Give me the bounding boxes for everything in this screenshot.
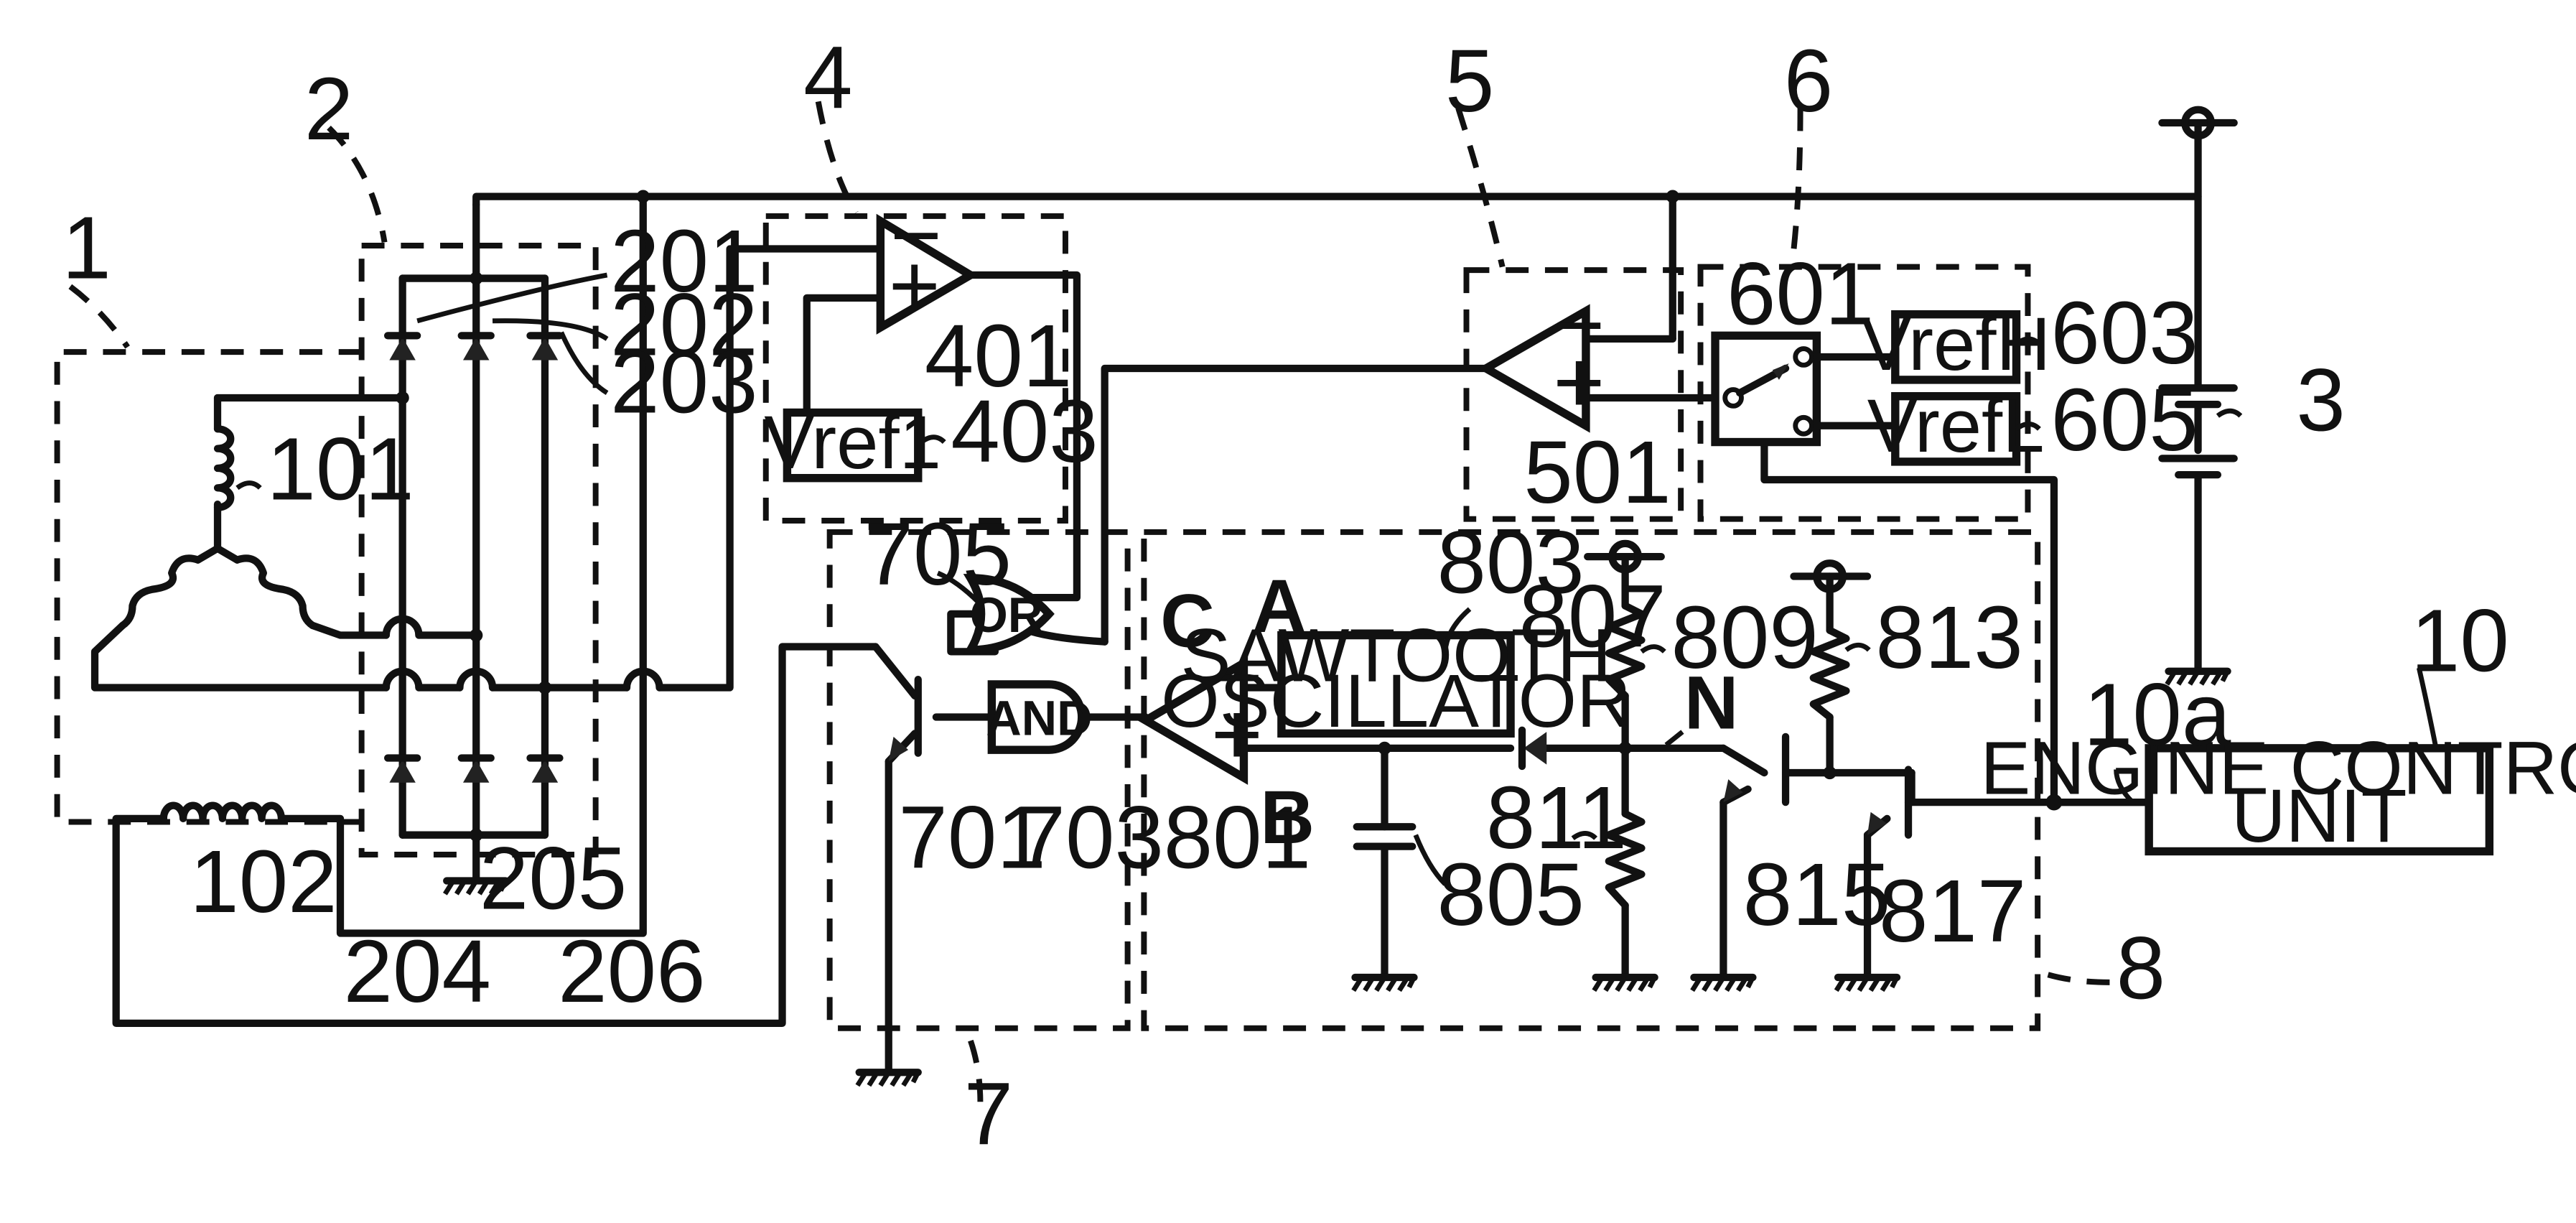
label-vref1: 403 [951, 383, 1098, 481]
label-diode-206: 206 [558, 923, 705, 1021]
oscillator-line-2: OSCILLATOR [1161, 659, 1631, 743]
signal-b: B [1260, 776, 1315, 860]
vref1-block: Vref1 [764, 401, 941, 485]
label-resistor-813: 813 [1875, 589, 2022, 687]
diode-202-icon [462, 335, 491, 360]
label-diode-203: 203 [610, 334, 757, 432]
label-transistor-817: 817 [1879, 862, 2026, 961]
label-comparator-circuit: 5 [1445, 32, 1494, 131]
label-pwm-circuit: 8 [2117, 920, 2165, 1018]
label-stator-coil: 101 [266, 420, 414, 519]
diode-201-icon [388, 335, 417, 360]
label-alternator: 1 [62, 200, 111, 298]
ground-icon [1692, 977, 1753, 990]
label-and-gate: 703 [1017, 789, 1164, 887]
vref1-text: Vref1 [764, 401, 941, 485]
switch-601 [1715, 335, 1816, 442]
diode-204-icon [388, 758, 417, 783]
ground-icon [857, 1072, 918, 1085]
label-diode-807: 807 [1518, 568, 1666, 666]
label-comparator-501: 501 [1523, 424, 1671, 522]
label-reference-switch: 6 [1784, 32, 1833, 131]
label-or-gate: 705 [864, 506, 1012, 604]
signal-a: A [1252, 564, 1307, 648]
ground-icon [1353, 977, 1414, 990]
label-field-coil: 102 [190, 833, 337, 931]
label-ecu-terminal: 10a [2083, 666, 2231, 764]
signal-c: C [1160, 580, 1215, 664]
label-ecu: 10 [2411, 592, 2509, 691]
label-vrefl: 605 [2050, 371, 2198, 470]
diode-205-icon [462, 758, 491, 783]
and-gate-703: AND [986, 684, 1092, 750]
ecu-line-2: UNIT [2231, 774, 2407, 858]
engine-control-unit-block: ENGINE CONTROL UNIT [1980, 727, 2576, 858]
ground-icon [1594, 977, 1654, 990]
vrefh-text: VrefH [1861, 302, 2050, 386]
label-transistor-815: 815 [1743, 846, 1890, 944]
label-diode-204: 204 [344, 923, 491, 1021]
label-diode-205: 205 [480, 829, 627, 928]
diode-203-icon [530, 335, 559, 360]
comparator-501-plus: + [1553, 334, 1605, 432]
vrefh-block: VrefH [1861, 302, 2050, 386]
comparator-501: − + [1486, 276, 1605, 432]
label-vrefh: 603 [2050, 284, 2198, 383]
label-battery: 3 [2296, 352, 2345, 450]
signal-n: N [1684, 661, 1739, 745]
field-coil-102 [164, 806, 281, 819]
and-gate-text: AND [986, 692, 1092, 746]
label-drive-circuit: 7 [964, 1066, 1013, 1164]
capacitor-805-icon [1357, 827, 1413, 846]
diode-206-icon [530, 758, 559, 783]
ground-icon [1837, 977, 1897, 990]
label-resistor-811: 811 [1486, 769, 1627, 868]
label-switch-601: 601 [1727, 245, 1874, 343]
label-voltage-detector: 4 [803, 29, 852, 127]
label-rectifier: 2 [304, 60, 353, 159]
